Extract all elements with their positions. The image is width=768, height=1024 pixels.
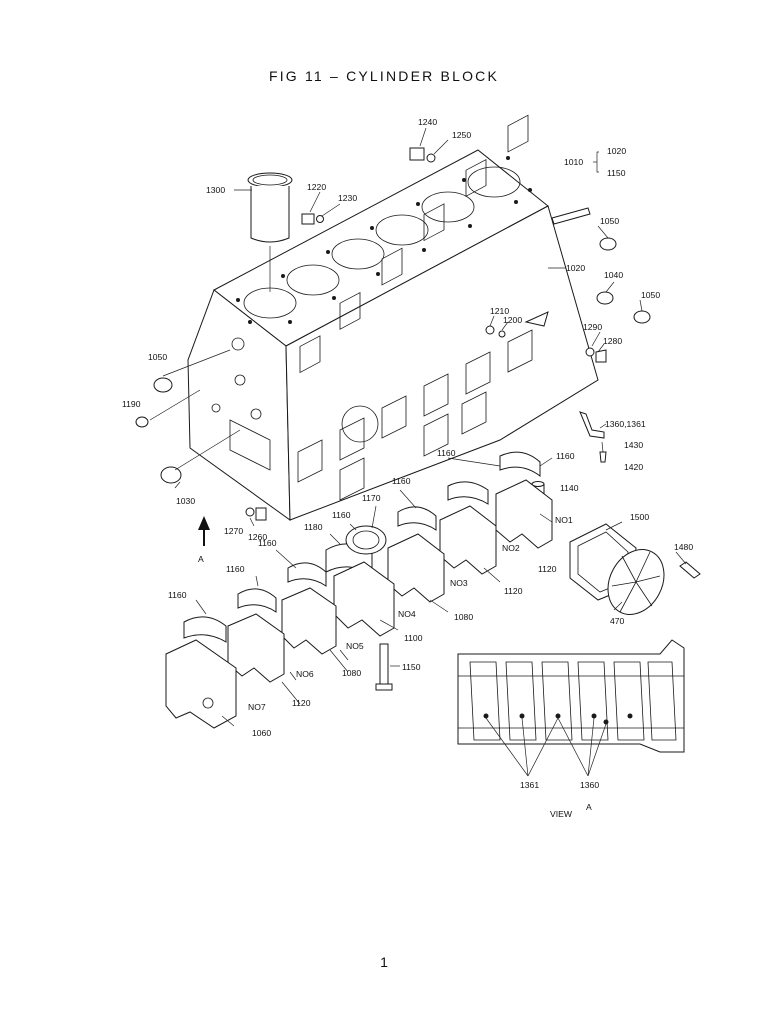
- callout-labels: 1240 1250 1010 1020 1150 1300 1220 1230 …: [122, 117, 693, 819]
- label-no4: NO4: [398, 609, 416, 619]
- callout-1050-c: 1050: [148, 352, 167, 362]
- callout-1060: 1060: [252, 728, 271, 738]
- callout-470: 470: [610, 616, 625, 626]
- callout-1300: 1300: [206, 185, 225, 195]
- callout-1120-b: 1120: [504, 586, 523, 596]
- callout-1140: 1140: [560, 483, 579, 493]
- figure-title: FIG 11 – CYLINDER BLOCK: [268, 68, 500, 84]
- view-a-inset: [457, 639, 685, 753]
- callout-1270: 1270: [224, 526, 243, 536]
- bushing-1050b: [633, 310, 651, 324]
- plug-1240: [409, 147, 436, 163]
- callout-1160-e: 1160: [258, 538, 277, 548]
- callout-1150-a: 1150: [607, 168, 626, 178]
- callout-1120-c: 1120: [292, 698, 311, 708]
- callout-1170: 1170: [362, 493, 381, 503]
- callout-1010: 1010: [564, 157, 583, 167]
- callout-1080-a: 1080: [454, 612, 473, 622]
- plug-1260: [245, 507, 267, 521]
- callout-1500: 1500: [630, 512, 649, 522]
- main-bearing-caps: [165, 479, 553, 729]
- bushing-1040: [596, 291, 614, 305]
- callout-1160-b: 1160: [556, 451, 575, 461]
- callout-1361: 1361: [520, 780, 539, 790]
- callout-1240: 1240: [418, 117, 437, 127]
- bushing-1050c: [153, 377, 173, 393]
- callout-1040: 1040: [604, 270, 623, 280]
- callout-1050-b: 1050: [641, 290, 660, 300]
- main-bolt-1150: [375, 643, 393, 691]
- callout-1150-b: 1150: [402, 662, 421, 672]
- plug-1220: [301, 213, 324, 225]
- callout-1160-d: 1160: [332, 510, 351, 520]
- callout-1160-g: 1160: [168, 590, 187, 600]
- label-no1: NO1: [555, 515, 573, 525]
- callout-1360: 1360: [580, 780, 599, 790]
- label-no7: NO7: [248, 702, 266, 712]
- callout-1420: 1420: [624, 462, 643, 472]
- oil-jet-1210: [485, 311, 549, 338]
- callout-1160-c: 1160: [392, 476, 411, 486]
- bolt-1480: [679, 561, 701, 579]
- oil-seal-470: [607, 549, 665, 615]
- callout-1430: 1430: [624, 440, 643, 450]
- callout-1190: 1190: [122, 399, 141, 409]
- cylinder-block: [187, 114, 599, 521]
- oil-nozzle-1360: [579, 411, 605, 439]
- callout-1220: 1220: [307, 182, 326, 192]
- callout-1360-1361: 1360,1361: [605, 419, 646, 429]
- callout-1230: 1230: [338, 193, 357, 203]
- callout-1120-a: 1120: [538, 564, 557, 574]
- callout-1160-f: 1160: [226, 564, 245, 574]
- callout-1160-a: 1160: [437, 448, 456, 458]
- callout-1050-a: 1050: [600, 216, 619, 226]
- callout-1080-b: 1080: [342, 668, 361, 678]
- callout-1180: 1180: [304, 522, 323, 532]
- cylinder-liner-1300: [247, 172, 293, 243]
- callout-1100: 1100: [404, 633, 423, 643]
- plug-1280: [585, 347, 607, 363]
- leader-lines: [149, 127, 687, 777]
- label-no3: NO3: [450, 578, 468, 588]
- label-no6: NO6: [296, 669, 314, 679]
- view-direction-arrow: [198, 516, 210, 546]
- bushing-1050a: [599, 237, 617, 251]
- callout-1210: 1210: [490, 306, 509, 316]
- bushing-1030: [160, 466, 182, 484]
- label-no2: NO2: [502, 543, 520, 553]
- callout-1290: 1290: [583, 322, 602, 332]
- callout-1020-b: 1020: [566, 263, 585, 273]
- pin-1010: [551, 207, 591, 225]
- callout-1280: 1280: [603, 336, 622, 346]
- callout-1020-a: 1020: [607, 146, 626, 156]
- view-letter: A: [586, 802, 592, 812]
- callout-1260: 1260: [248, 532, 267, 542]
- page-number: 1: [380, 954, 388, 970]
- arrow-letter: A: [198, 554, 204, 564]
- callout-1250: 1250: [452, 130, 471, 140]
- callout-1030: 1030: [176, 496, 195, 506]
- thrust-washers: [345, 525, 387, 555]
- plug-1190: [135, 416, 149, 428]
- callout-1200: 1200: [503, 315, 522, 325]
- screw-1430: [599, 451, 607, 463]
- label-no5: NO5: [346, 641, 364, 651]
- view-caption: VIEW: [550, 809, 573, 819]
- callout-1480: 1480: [674, 542, 693, 552]
